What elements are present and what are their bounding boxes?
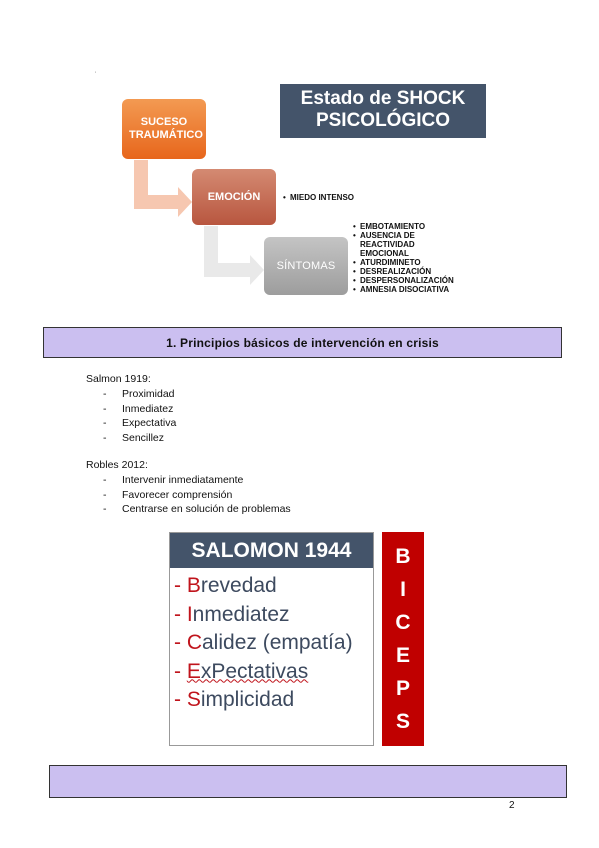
list-item: Sencillez xyxy=(86,431,176,446)
shock-title: Estado de SHOCK PSICOLÓGICO xyxy=(280,84,486,138)
sintomas-bullet: AUSENCIA DE REACTIVIDAD EMOCIONAL xyxy=(353,231,438,258)
node-emocion-label: EMOCIÓN xyxy=(207,190,261,203)
node-suceso-traumatico: SUCESO TRAUMÁTICO xyxy=(122,99,206,159)
list-item: Intervenir inmediatamente xyxy=(86,473,291,488)
sintomas-bullets: EMBOTAMIENTO AUSENCIA DE REACTIVIDAD EMO… xyxy=(353,222,503,294)
item-dash: - xyxy=(174,574,187,597)
list-item: - ExPectativas xyxy=(174,658,353,687)
item-rest: xPectativas xyxy=(200,659,309,683)
item-rest: revedad xyxy=(200,574,277,597)
sintomas-bullet: AMNESIA DISOCIATIVA xyxy=(353,285,503,294)
section-header-bar: 1. Principios básicos de intervención en… xyxy=(43,327,562,358)
acronym-letter: I xyxy=(400,577,406,601)
item-initial: I xyxy=(186,602,193,626)
list-item: Inmediatez xyxy=(86,402,176,417)
item-initial: B xyxy=(186,574,201,597)
salomon-list: - Brevedad - Inmediatez - Calidez (empat… xyxy=(174,572,353,715)
list-item: - Inmediatez xyxy=(174,601,353,630)
item-rest: nmediatez xyxy=(192,602,290,626)
robles-list: Intervenir inmediatamente Favorecer comp… xyxy=(86,473,291,517)
node-sintomas: SÍNTOMAS xyxy=(264,237,348,295)
list-item: - Simplicidad xyxy=(174,686,353,715)
item-dash: - xyxy=(174,602,187,626)
robles-heading: Robles 2012: xyxy=(86,459,148,471)
sintomas-bullet: ATURDIMINETO xyxy=(353,258,503,267)
biceps-acronym: B I C E P S xyxy=(382,532,424,746)
salmon-heading: Salmon 1919: xyxy=(86,373,151,385)
item-dash: - xyxy=(174,631,187,654)
item-dash: - xyxy=(174,688,187,711)
section-title: 1. Principios básicos de intervención en… xyxy=(166,336,439,350)
item-initial: C xyxy=(186,631,202,654)
decorative-dot: ' xyxy=(95,72,97,78)
item-initial: E xyxy=(186,659,201,683)
arrow-emocion-sintomas xyxy=(204,226,264,285)
flow-arrows xyxy=(134,160,264,285)
list-item: Expectativa xyxy=(86,416,176,431)
salmon-list: Proximidad Inmediatez Expectativa Sencil… xyxy=(86,387,176,445)
item-initial: S xyxy=(186,688,201,711)
acronym-letter: P xyxy=(395,676,410,700)
list-item: - Calidez (empatía) xyxy=(174,629,353,658)
acronym-letter: E xyxy=(395,643,410,667)
list-item: Proximidad xyxy=(86,387,176,402)
item-dash: - xyxy=(174,659,187,683)
salmon-block: Salmon 1919: Proximidad Inmediatez Expec… xyxy=(86,373,176,445)
section-header-bar-empty xyxy=(49,765,567,798)
acronym-letter: S xyxy=(395,709,410,733)
node-emocion: EMOCIÓN xyxy=(192,169,276,225)
acronym-letter: B xyxy=(395,544,411,568)
robles-block: Robles 2012: Intervenir inmediatamente F… xyxy=(86,459,291,517)
arrow-suceso-emocion xyxy=(134,160,192,217)
salomon-card: SALOMON 1944 - Brevedad - Inmediatez - C… xyxy=(169,532,374,746)
shock-title-line2: PSICOLÓGICO xyxy=(315,110,451,131)
sintomas-bullet: DESREALIZACIÓN xyxy=(353,267,503,276)
list-item: - Brevedad xyxy=(174,572,353,601)
node-sintomas-label: SÍNTOMAS xyxy=(276,259,336,272)
item-rest: implicidad xyxy=(200,688,295,711)
item-rest: alidez (empatía) xyxy=(202,631,353,654)
sintomas-bullet: EMBOTAMIENTO xyxy=(353,222,503,231)
acronym-letter: C xyxy=(395,610,411,634)
shock-title-line1: Estado de SHOCK xyxy=(300,88,466,109)
node-suceso-label: SUCESO TRAUMÁTICO xyxy=(129,116,203,141)
list-item: Centrarse en solución de problemas xyxy=(86,502,291,517)
emocion-bullets: MIEDO INTENSO xyxy=(283,193,354,202)
list-item: Favorecer comprensión xyxy=(86,488,291,503)
spellcheck-word: ExPectativas xyxy=(187,660,308,683)
emocion-bullet: MIEDO INTENSO xyxy=(283,193,354,202)
salomon-title: SALOMON 1944 xyxy=(170,533,373,568)
sintomas-bullet: DESPERSONALIZACIÓN xyxy=(353,276,503,285)
page-number: 2 xyxy=(509,800,515,811)
